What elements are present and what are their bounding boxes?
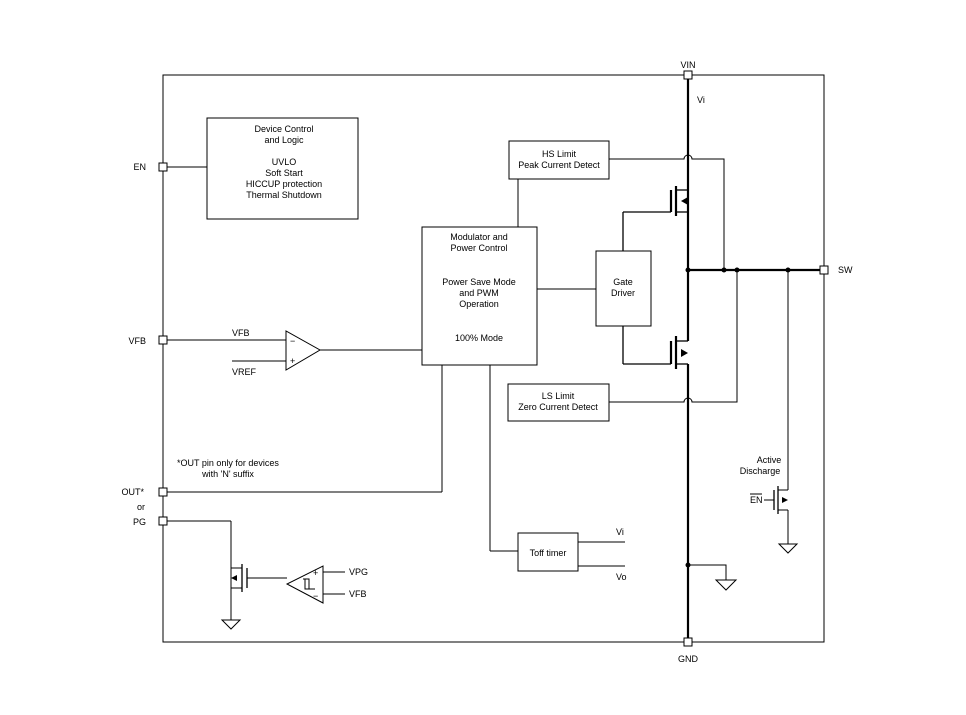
modulator-line-1: Modulator and bbox=[450, 232, 508, 242]
vi-top-label: Vi bbox=[697, 95, 705, 105]
vref-label: VREF bbox=[232, 367, 257, 377]
device-control-line-5: Soft Start bbox=[265, 168, 303, 178]
en-bar-label: EN bbox=[750, 495, 763, 505]
vpg-label: VPG bbox=[349, 567, 368, 577]
ls-limit-line-1: LS Limit bbox=[542, 391, 575, 401]
gate-driver-line-1: Gate bbox=[613, 277, 633, 287]
vin-pin bbox=[683, 70, 693, 80]
toff-vi-label: Vi bbox=[616, 527, 624, 537]
or-label: or bbox=[137, 502, 145, 512]
active-discharge-line-1: Active bbox=[757, 455, 782, 465]
ground-symbol-discharge bbox=[777, 543, 799, 554]
out-pin-label: OUT* bbox=[122, 487, 145, 497]
comp-minus: − bbox=[290, 336, 295, 346]
gnd-pin-label: GND bbox=[678, 654, 699, 664]
out-note-line-2: with 'N' suffix bbox=[201, 469, 254, 479]
sw-pin bbox=[819, 265, 829, 275]
hs-limit-line-2: Peak Current Detect bbox=[518, 160, 600, 170]
device-control-line-4: UVLO bbox=[272, 157, 297, 167]
ic-outline bbox=[162, 74, 825, 643]
sw-pin-label: SW bbox=[838, 265, 853, 275]
en-pin bbox=[158, 162, 168, 172]
device-control-line-6: HICCUP protection bbox=[246, 179, 322, 189]
toff-timer-label: Toff timer bbox=[530, 548, 567, 558]
modulator-line-8: 100% Mode bbox=[455, 333, 503, 343]
vfb-pin bbox=[158, 335, 168, 345]
modulator-line-6: Operation bbox=[459, 299, 499, 309]
device-control-line-1: Device Control bbox=[254, 124, 313, 134]
modulator-line-5: and PWM bbox=[459, 288, 499, 298]
toff-vo-label: Vo bbox=[616, 572, 627, 582]
en-pin-label: EN bbox=[133, 162, 146, 172]
modulator-block bbox=[421, 226, 538, 366]
out-pin bbox=[158, 487, 168, 497]
error-comparator bbox=[285, 330, 322, 371]
vfb-pg-label: VFB bbox=[349, 589, 367, 599]
vin-pin-label: VIN bbox=[680, 60, 695, 70]
out-note-line-1: *OUT pin only for devices bbox=[177, 458, 279, 468]
pg-pin-label: PG bbox=[133, 517, 146, 527]
hs-limit-line-1: HS Limit bbox=[542, 149, 577, 159]
device-control-line-2: and Logic bbox=[264, 135, 304, 145]
vfb-comp-label: VFB bbox=[232, 328, 250, 338]
toff-timer-block bbox=[517, 532, 579, 572]
pg-pin bbox=[158, 516, 168, 526]
pg-comp-minus: − bbox=[313, 591, 318, 601]
pg-comp-plus: + bbox=[313, 568, 318, 578]
active-discharge-line-2: Discharge bbox=[740, 466, 781, 476]
ground-symbol-main bbox=[714, 579, 738, 591]
modulator-line-2: Power Control bbox=[450, 243, 507, 253]
device-control-line-7: Thermal Shutdown bbox=[246, 190, 322, 200]
ground-symbol-pg bbox=[220, 619, 242, 630]
modulator-line-4: Power Save Mode bbox=[442, 277, 516, 287]
ls-limit-block bbox=[507, 383, 610, 422]
hs-limit-block bbox=[508, 140, 610, 180]
gate-driver-line-2: Driver bbox=[611, 288, 635, 298]
comp-plus: + bbox=[290, 356, 295, 366]
gnd-pin bbox=[683, 637, 693, 647]
device-control-block bbox=[206, 117, 359, 220]
vfb-pin-label: VFB bbox=[128, 336, 146, 346]
ls-limit-line-2: Zero Current Detect bbox=[518, 402, 598, 412]
